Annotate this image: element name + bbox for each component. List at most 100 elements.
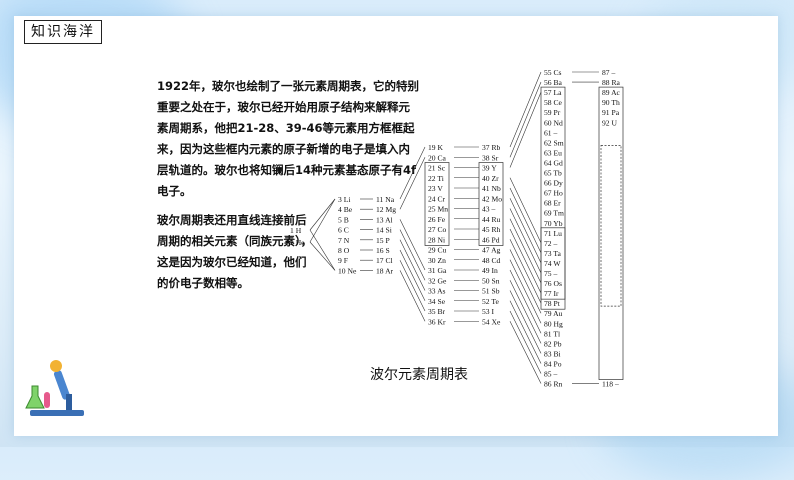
element-frame bbox=[478, 162, 504, 246]
group-link-line bbox=[509, 228, 542, 294]
element-label: 17 Cl bbox=[376, 256, 393, 265]
element-label: 60 Nd bbox=[544, 118, 563, 127]
element-label: 31 Ga bbox=[428, 266, 447, 275]
element-label: 46 Pd bbox=[482, 235, 500, 244]
element-label: 7 N bbox=[338, 236, 350, 245]
element-label: 20 Ca bbox=[428, 153, 447, 162]
group-link-line bbox=[509, 71, 542, 148]
group-link-line bbox=[399, 249, 426, 301]
element-label: 19 K bbox=[428, 143, 443, 152]
element-label: 80 Hg bbox=[544, 319, 563, 328]
element-label: 66 Dy bbox=[544, 179, 563, 188]
element-label: 25 Mn bbox=[428, 205, 448, 214]
element-label: 5 B bbox=[338, 215, 349, 224]
group-link-line bbox=[509, 218, 542, 284]
element-label: 16 S bbox=[376, 246, 390, 255]
element-label: 38 Sr bbox=[482, 153, 499, 162]
element-label: 1 H bbox=[290, 226, 302, 235]
group-link-line bbox=[509, 187, 542, 254]
element-label: 91 Pa bbox=[602, 108, 620, 117]
element-label: 8 O bbox=[338, 246, 350, 255]
group-paragraph: 玻尔周期表还用直线连接前后周期的相关元素（同族元素），这是因为玻尔已经知道，他们… bbox=[157, 213, 313, 290]
element-label: 56 Ba bbox=[544, 78, 563, 87]
element-label: 59 Pr bbox=[544, 108, 561, 117]
element-label: 47 Ag bbox=[482, 246, 501, 255]
table-caption: 波尔元素周期表 bbox=[370, 367, 468, 383]
group-link-line bbox=[509, 198, 542, 264]
element-label: 62 Sm bbox=[544, 138, 564, 147]
element-label: 90 Th bbox=[602, 98, 620, 107]
element-label: 45 Rh bbox=[482, 225, 501, 234]
element-label: 73 Ta bbox=[544, 249, 561, 258]
element-label: 30 Zn bbox=[428, 256, 446, 265]
element-label: 50 Sn bbox=[482, 276, 500, 285]
group-link-line bbox=[399, 270, 426, 322]
element-label: 37 Rb bbox=[482, 143, 501, 152]
group-link-line bbox=[399, 157, 426, 210]
group-link-line bbox=[509, 249, 542, 314]
element-label: 55 Cs bbox=[544, 68, 562, 77]
group-link-line bbox=[509, 91, 542, 168]
group-link-line bbox=[509, 310, 542, 374]
element-label: 43 – bbox=[482, 205, 495, 214]
element-label: 2 He bbox=[290, 238, 305, 247]
element-label: 36 Kr bbox=[428, 317, 446, 326]
element-label: 118 – bbox=[602, 380, 619, 389]
element-label: 12 Mg bbox=[376, 205, 396, 214]
element-label: 72 – bbox=[544, 239, 557, 248]
element-label: 42 Mo bbox=[482, 194, 502, 203]
element-label: 87 – bbox=[602, 68, 615, 77]
element-label: 39 Y bbox=[482, 164, 497, 173]
element-label: 4 Be bbox=[338, 205, 353, 214]
group-link-line bbox=[309, 241, 336, 271]
group-link-line bbox=[399, 146, 426, 200]
element-label: 28 Ni bbox=[428, 235, 445, 244]
group-link-line bbox=[309, 229, 336, 271]
element-label: 77 Ir bbox=[544, 289, 559, 298]
content-card bbox=[14, 16, 778, 436]
element-label: 75 – bbox=[544, 269, 557, 278]
element-label: 9 F bbox=[338, 256, 348, 265]
element-label: 53 I bbox=[482, 307, 494, 316]
element-label: 89 Ac bbox=[602, 88, 621, 97]
element-label: 65 Tb bbox=[544, 169, 562, 178]
element-label: 48 Cd bbox=[482, 256, 501, 265]
group-link-line bbox=[399, 260, 426, 312]
element-label: 27 Co bbox=[428, 225, 447, 234]
element-label: 51 Sb bbox=[482, 287, 500, 296]
element-label: 64 Gd bbox=[544, 158, 563, 167]
element-label: 76 Os bbox=[544, 279, 562, 288]
group-link-line bbox=[509, 300, 542, 364]
element-label: 44 Ru bbox=[482, 215, 501, 224]
element-label: 86 Rn bbox=[544, 380, 563, 389]
element-label: 35 Br bbox=[428, 307, 446, 316]
group-link-line bbox=[509, 177, 542, 243]
intro-paragraph: 1922年，玻尔也绘制了一张元素周期表，它的特别重要之处在于，玻尔已经开始用原子… bbox=[157, 79, 420, 198]
element-label: 23 V bbox=[428, 184, 443, 193]
element-frame bbox=[540, 227, 566, 300]
group-link-line bbox=[399, 219, 426, 271]
group-link-line bbox=[509, 290, 542, 354]
element-label: 74 W bbox=[544, 259, 561, 268]
group-link-line bbox=[509, 81, 542, 158]
section-tag: 知识海洋 bbox=[24, 20, 102, 44]
group-link-line bbox=[509, 321, 542, 384]
element-label: 3 Li bbox=[338, 195, 350, 204]
element-frame bbox=[424, 162, 450, 246]
element-label: 6 C bbox=[338, 226, 349, 235]
element-label: 15 P bbox=[376, 236, 390, 245]
element-label: 83 Bi bbox=[544, 349, 561, 358]
element-frame bbox=[600, 145, 622, 307]
group-link-line bbox=[309, 198, 336, 231]
element-label: 82 Pb bbox=[544, 339, 562, 348]
element-label: 61 – bbox=[544, 128, 557, 137]
group-link-line bbox=[509, 208, 542, 274]
element-label: 40 Zr bbox=[482, 174, 499, 183]
element-label: 49 In bbox=[482, 266, 498, 275]
element-label: 11 Na bbox=[376, 195, 395, 204]
element-label: 63 Eu bbox=[544, 148, 562, 157]
element-label: 34 Se bbox=[428, 297, 446, 306]
element-frame bbox=[598, 86, 624, 380]
